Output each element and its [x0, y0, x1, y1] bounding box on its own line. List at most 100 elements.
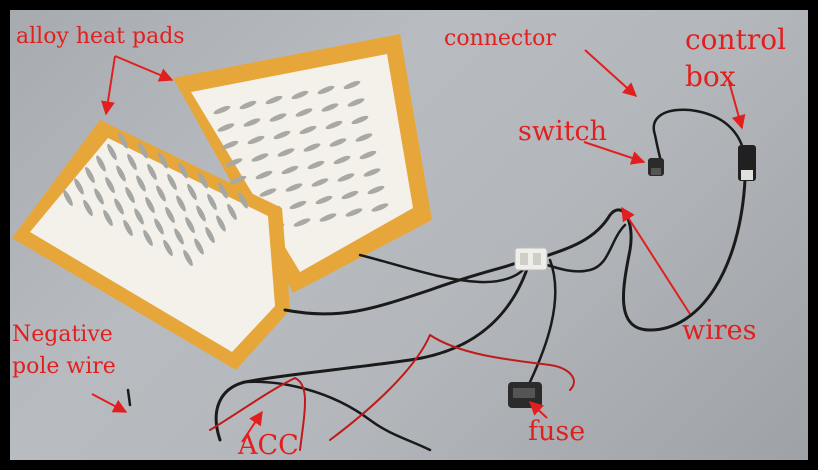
pad-slot [158, 152, 168, 169]
pad-slot [213, 105, 231, 115]
pad-slot [105, 176, 115, 194]
label-box: box [685, 60, 736, 93]
pad-slot [118, 132, 128, 149]
pad-slot [343, 80, 361, 90]
pad-slot [198, 172, 208, 189]
pad-slot [247, 135, 265, 145]
heat-pad-front [12, 120, 290, 370]
pad-slot [196, 205, 206, 222]
label-switch: switch [518, 116, 607, 147]
pad-slot [238, 192, 248, 209]
pad-slot [307, 160, 325, 170]
pad-slot [103, 209, 113, 227]
pad-slot [176, 195, 186, 212]
pad-slot [281, 165, 299, 175]
pad-slot [367, 185, 385, 195]
pad-slot [136, 175, 146, 192]
pad-slot [183, 249, 193, 267]
pad-slot [243, 118, 261, 127]
pad-slot [319, 213, 337, 222]
pad-slot [347, 98, 365, 107]
pad-slot [337, 173, 355, 182]
pad-slot [321, 103, 339, 112]
pad-slot [299, 125, 317, 135]
pad-slot [265, 95, 283, 105]
annotation-arrows [91, 49, 746, 443]
label-acc: ACC [238, 430, 299, 460]
pad-slot [125, 186, 135, 204]
label-pole-wire: pole wire [12, 354, 116, 379]
pad-slot [116, 165, 126, 182]
label-wires: wires [682, 315, 757, 346]
control-box-part [738, 145, 756, 181]
pad-slot [269, 113, 287, 122]
pad-slot [317, 85, 335, 95]
pad-slot [363, 168, 381, 177]
pad-slot [94, 188, 104, 205]
pad-slot [273, 130, 291, 140]
pad-slot [277, 148, 295, 157]
pad-slot [216, 215, 226, 232]
pad-slot [96, 155, 106, 172]
pad-slot [178, 162, 188, 179]
pad-slot [291, 90, 309, 100]
wiring [126, 108, 747, 452]
label-alloy-heat-pads: alloy heat pads [16, 24, 185, 49]
pad-slot [207, 193, 217, 211]
pad-slot [311, 178, 329, 187]
pad-slot [285, 183, 303, 192]
pad-slot [355, 133, 373, 142]
pad-slot [251, 153, 269, 162]
pad-slot [345, 208, 363, 217]
label-fuse: fuse [528, 416, 586, 447]
pad-slot [217, 123, 235, 132]
pad-slot [293, 218, 311, 227]
pad-slot [154, 218, 164, 235]
pad-slot [225, 158, 243, 167]
pad-slot [138, 142, 148, 159]
pad-slot [74, 178, 84, 195]
photo-scene [12, 34, 756, 452]
photo-frame: alloy heat pads connector control box sw… [10, 10, 808, 460]
pad-slot [325, 120, 343, 130]
label-negative: Negative [12, 322, 113, 347]
pad-slot [85, 166, 95, 184]
pad-slot [185, 216, 195, 234]
pad-slot [303, 143, 321, 152]
pad-slot [333, 155, 351, 165]
pad-slot [114, 198, 124, 215]
pad-slot [174, 228, 184, 245]
pad-slot [187, 183, 197, 201]
pad-slot [351, 115, 369, 125]
pad-slot [123, 219, 133, 237]
pad-slot [315, 195, 333, 205]
pad-slot [83, 199, 93, 217]
label-control: control [685, 23, 787, 56]
pad-slot [165, 206, 175, 224]
fuse-part [508, 382, 542, 408]
pad-slot [145, 196, 155, 214]
pad-slot [221, 140, 239, 150]
pad-slot [239, 100, 257, 110]
label-connector: connector [444, 26, 556, 51]
pad-slot [218, 182, 228, 199]
pad-slot [227, 203, 237, 221]
pad-slot [107, 143, 117, 161]
pad-slot [205, 226, 215, 244]
pad-slot [167, 173, 177, 191]
heat-pad-back [173, 34, 432, 293]
pad-slot [259, 188, 277, 197]
pad-slot [134, 208, 144, 225]
pad-slot [63, 189, 73, 207]
pad-slot [255, 170, 273, 180]
pad-slot [329, 138, 347, 147]
connector-block [514, 247, 548, 271]
pad-slot [295, 108, 313, 117]
pad-slot [359, 150, 377, 160]
pad-slot [341, 190, 359, 200]
pad-slot [163, 239, 173, 257]
pad-slot [229, 175, 247, 185]
pad-slot [289, 200, 307, 210]
pad-slot [156, 185, 166, 202]
pad-slot [143, 229, 153, 247]
